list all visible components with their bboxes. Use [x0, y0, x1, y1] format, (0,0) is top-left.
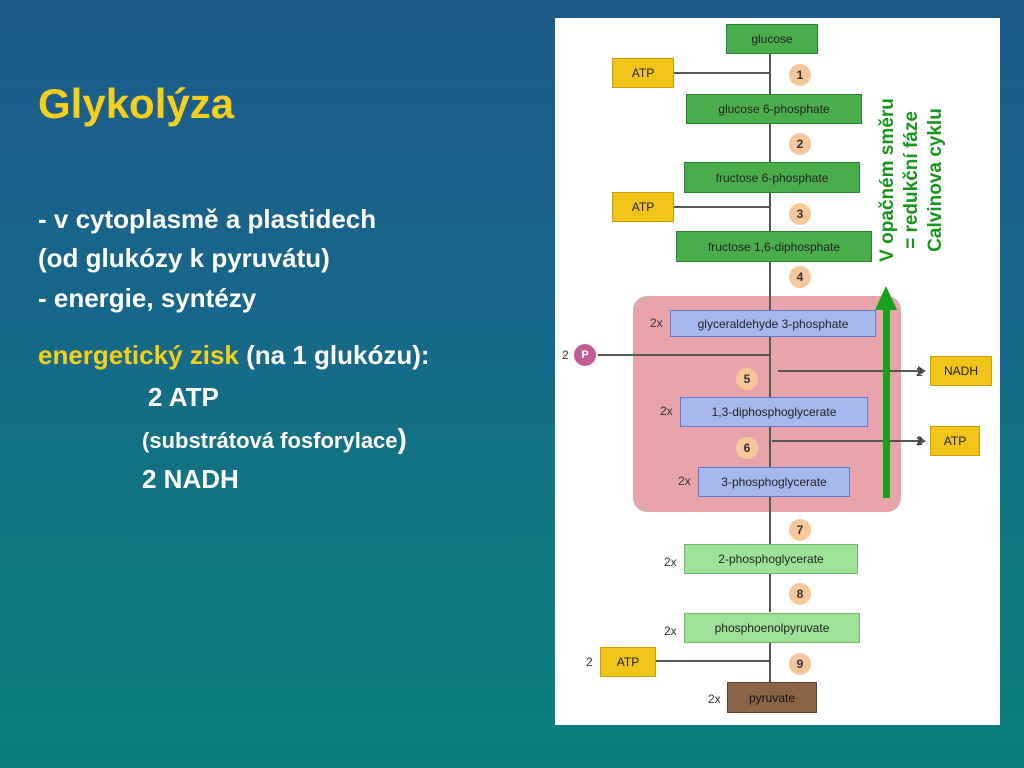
compound-2-phosphoglycerate: 2-phosphoglycerate: [684, 544, 858, 574]
pathway-line-3: [769, 193, 771, 231]
step-7: 7: [789, 519, 811, 541]
substrate-paren: ): [397, 423, 407, 454]
atp-input-2: ATP: [612, 192, 674, 222]
slide-title: Glykolýza: [38, 80, 235, 127]
compound-fructose-1-6-diphosphate: fructose 1,6-diphosphate: [676, 231, 872, 262]
atp-a-arrowhead: [918, 436, 926, 446]
step-1: 1: [789, 64, 811, 86]
reverse-direction-arrow: [883, 308, 890, 498]
multiplier-3pg: 2x: [678, 474, 691, 488]
multiplier-dpg: 2x: [660, 404, 673, 418]
pathway-line-5: [769, 337, 771, 397]
compound-pyruvate: pyruvate: [727, 682, 817, 713]
atp-b-count: 2: [586, 655, 593, 669]
energy-gain-basis: (na 1 glukózu):: [238, 340, 430, 370]
reverse-note-line-3: Calvinova cyklu: [925, 108, 946, 252]
nadh-output: NADH: [930, 356, 992, 386]
reverse-note-line-2: = redukční fáze: [901, 111, 922, 249]
bullet-location: - v cytoplasmě a plastidech: [38, 204, 377, 234]
multiplier-pep: 2x: [664, 624, 677, 638]
atp-output-line-b: [656, 660, 770, 662]
energy-gain-line: energetický zisk (na 1 glukózu):: [38, 340, 430, 371]
step-2: 2: [789, 133, 811, 155]
atp-output-b: ATP: [600, 647, 656, 677]
pathway-line-1: [769, 54, 771, 94]
nadh-gain: 2 NADH: [142, 464, 239, 494]
step-4: 4: [789, 266, 811, 288]
reverse-note: V opačném směru = redukční fáze Calvinov…: [876, 70, 956, 290]
reverse-arrowhead: [875, 286, 897, 310]
phosphate-icon: P: [574, 344, 596, 366]
energy-gain-label: energetický zisk: [38, 340, 239, 370]
step-3: 3: [789, 203, 811, 225]
atp-a-count: 2: [916, 434, 923, 448]
pathway-line-8: [769, 574, 771, 612]
bullet-range: (od glukózy k pyruvátu): [38, 243, 330, 273]
atp-input-line-1: [674, 72, 770, 74]
phosphate-count: 2: [562, 348, 569, 362]
step-6: 6: [736, 437, 758, 459]
phosphate-input-line: [598, 354, 770, 356]
compound-phosphoenolpyruvate: phosphoenolpyruvate: [684, 613, 860, 643]
multiplier-g3p: 2x: [650, 316, 663, 330]
pathway-line-9: [769, 643, 771, 682]
atp-gain: 2 ATP: [148, 382, 219, 412]
multiplier-2pg: 2x: [664, 555, 677, 569]
atp-output-a: ATP: [930, 426, 980, 456]
substrate-phosphorylation-text: (substrátová fosforylace: [142, 428, 398, 453]
step-9: 9: [789, 653, 811, 675]
atp-input-line-2: [674, 206, 770, 208]
atp-input-1: ATP: [612, 58, 674, 88]
pathway-line-2: [769, 124, 771, 162]
compound-3-phosphoglycerate: 3-phosphoglycerate: [698, 467, 850, 497]
reverse-note-line-1: V opačném směru: [877, 98, 898, 262]
compound-fructose-6-phosphate: fructose 6-phosphate: [684, 162, 860, 193]
pathway-line-6: [769, 427, 771, 467]
compound-glucose-6-phosphate: glucose 6-phosphate: [686, 94, 862, 124]
step-5: 5: [736, 368, 758, 390]
nadh-count: 2: [916, 365, 923, 379]
bullet-purpose: - energie, syntézy: [38, 283, 257, 313]
substrate-phosphorylation: (substrátová fosforylace): [142, 423, 407, 455]
atp-output-line-a: [772, 440, 918, 442]
multiplier-pyruvate: 2x: [708, 692, 721, 706]
pathway-line-7: [769, 497, 771, 544]
compound-1-3-diphosphoglycerate: 1,3-diphosphoglycerate: [680, 397, 868, 427]
nadh-arrowhead: [918, 366, 926, 376]
nadh-output-line: [778, 370, 918, 372]
compound-glucose: glucose: [726, 24, 818, 54]
step-8: 8: [789, 583, 811, 605]
pathway-line-4: [769, 262, 771, 310]
compound-glyceraldehyde-3-phosphate: glyceraldehyde 3-phosphate: [670, 310, 876, 337]
